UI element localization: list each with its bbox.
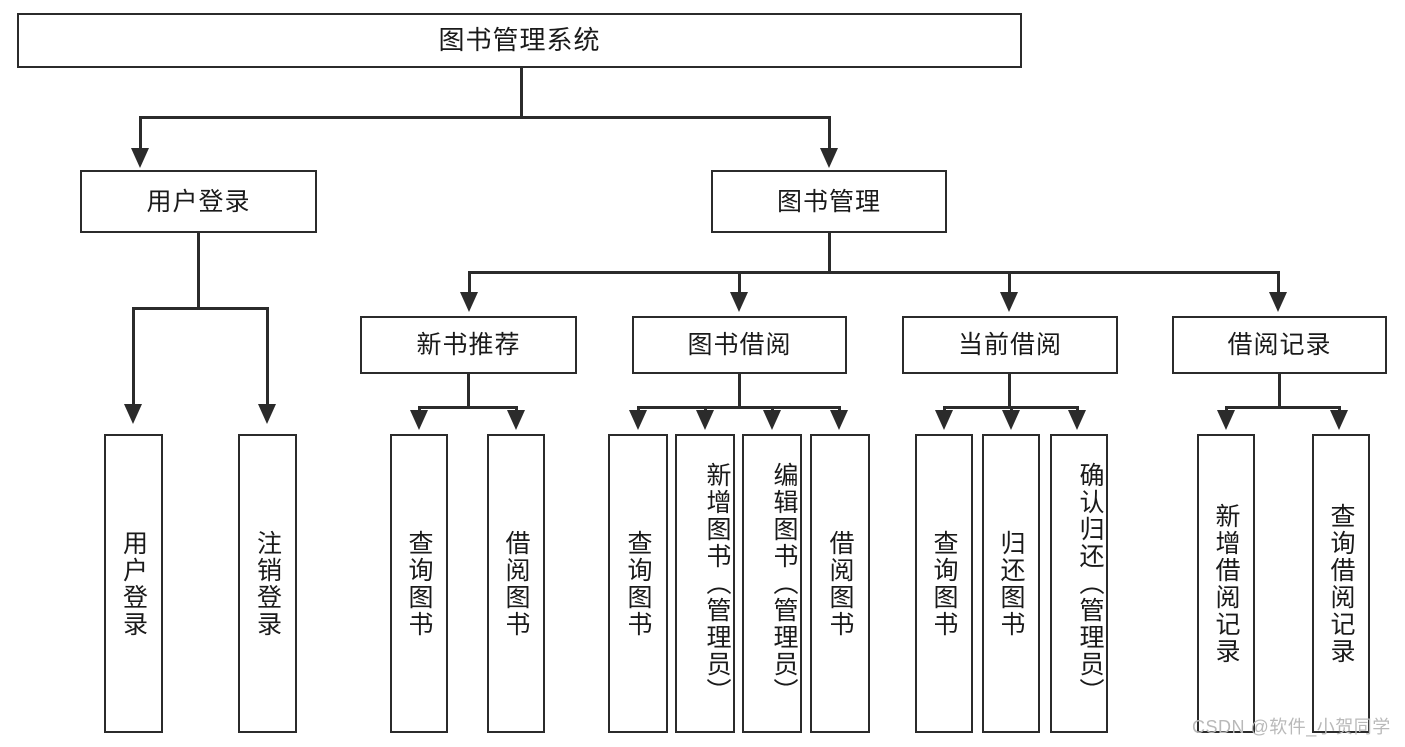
node-root-book-management-system[interactable]: 图书管理系统 [17, 13, 1022, 68]
leaf-query-book-new-recommend[interactable]: 查询图书 [390, 434, 448, 733]
edge-to-new-book-recommend [468, 271, 471, 295]
leaf-return-book[interactable]: 归还图书 [982, 434, 1040, 733]
leaf-label: 注销登录 [253, 529, 282, 638]
node-borrow-record[interactable]: 借阅记录 [1172, 316, 1387, 374]
edge-to-book-borrow [738, 271, 741, 295]
edge-current-borrow-stem [1008, 374, 1011, 408]
arrow-br-leaf-1 [1217, 410, 1235, 430]
arrow-nbr-leaf-2 [507, 410, 525, 430]
node-label: 用户登录 [146, 187, 251, 216]
arrow-user-login-leaf-1 [124, 404, 142, 424]
leaf-user-login[interactable]: 用户登录 [104, 434, 163, 733]
edge-book-manage-stem [828, 233, 831, 273]
leaf-add-book-admin[interactable]: 新增图书（管理员） [675, 434, 735, 733]
arrow-to-book-borrow [730, 292, 748, 312]
arrow-cb-leaf-3 [1068, 410, 1086, 430]
edge-to-book-manage [828, 116, 831, 152]
leaf-query-book-borrow[interactable]: 查询图书 [608, 434, 668, 733]
node-label: 图书管理 [776, 187, 881, 216]
arrow-to-user-login [131, 148, 149, 168]
leaf-confirm-return-admin[interactable]: 确认归还（管理员） [1050, 434, 1108, 733]
arrow-to-new-book-recommend [460, 292, 478, 312]
arrow-bb-leaf-3 [763, 410, 781, 430]
leaf-edit-book-admin[interactable]: 编辑图书（管理员） [742, 434, 802, 733]
leaf-query-book-current[interactable]: 查询图书 [915, 434, 973, 733]
node-user-login[interactable]: 用户登录 [80, 170, 317, 233]
leaf-label: 借阅图书 [502, 529, 530, 638]
edge-user-login-bus [132, 307, 269, 310]
edge-to-borrow-record [1277, 271, 1280, 295]
node-label: 新书推荐 [416, 331, 521, 359]
leaf-label: 查询图书 [624, 529, 652, 638]
leaf-label: 新增借阅记录 [1212, 502, 1240, 665]
node-current-borrow[interactable]: 当前借阅 [902, 316, 1118, 374]
leaf-logout-login[interactable]: 注销登录 [238, 434, 297, 733]
arrow-cb-leaf-1 [935, 410, 953, 430]
edge-level1-bus [139, 116, 831, 119]
node-label: 借阅记录 [1227, 331, 1332, 359]
edge-borrow-record-bus [1225, 406, 1341, 409]
watermark-csdn: CSDN @软件_小贺同学 [1192, 713, 1391, 739]
edge-borrow-record-stem [1278, 374, 1281, 408]
leaf-add-borrow-record[interactable]: 新增借阅记录 [1197, 434, 1255, 733]
edge-new-book-recommend-stem [467, 374, 470, 408]
arrow-bb-leaf-1 [629, 410, 647, 430]
edge-book-borrow-bus [637, 406, 840, 409]
edge-user-login-drop-2 [266, 307, 269, 407]
watermark-text: CSDN @软件_小贺同学 [1192, 717, 1391, 737]
edge-to-current-borrow [1008, 271, 1011, 295]
node-book-manage[interactable]: 图书管理 [711, 170, 947, 233]
node-book-borrow[interactable]: 图书借阅 [632, 316, 847, 374]
leaf-borrow-book-borrow[interactable]: 借阅图书 [810, 434, 870, 733]
arrow-cb-leaf-2 [1002, 410, 1020, 430]
edge-level2-bus [468, 271, 1280, 274]
leaf-label: 查询借阅记录 [1327, 502, 1355, 665]
arrow-nbr-leaf-1 [410, 410, 428, 430]
arrow-to-book-manage [820, 148, 838, 168]
edge-root-stem [520, 68, 523, 118]
leaf-label: 确认归还（管理员） [1076, 462, 1104, 705]
node-label: 图书借阅 [687, 331, 792, 359]
leaf-label: 编辑图书（管理员） [770, 462, 798, 705]
edge-user-login-drop-1 [132, 307, 135, 407]
node-label: 图书管理系统 [438, 24, 601, 55]
arrow-bb-leaf-2 [696, 410, 714, 430]
arrow-to-current-borrow [1000, 292, 1018, 312]
arrow-br-leaf-2 [1330, 410, 1348, 430]
arrow-to-borrow-record [1269, 292, 1287, 312]
edge-user-login-stem [197, 233, 200, 309]
leaf-label: 归还图书 [997, 529, 1025, 638]
leaf-label: 查询图书 [405, 529, 433, 638]
arrow-bb-leaf-4 [830, 410, 848, 430]
node-label: 当前借阅 [957, 331, 1062, 359]
edge-book-borrow-stem [738, 374, 741, 408]
leaf-label: 查询图书 [930, 529, 958, 638]
node-new-book-recommend[interactable]: 新书推荐 [360, 316, 577, 374]
leaf-label: 借阅图书 [826, 529, 854, 638]
leaf-label: 新增图书（管理员） [703, 462, 731, 705]
leaf-label: 用户登录 [119, 529, 148, 638]
arrow-user-login-leaf-2 [258, 404, 276, 424]
leaf-borrow-book-new-recommend[interactable]: 借阅图书 [487, 434, 545, 733]
leaf-query-borrow-record[interactable]: 查询借阅记录 [1312, 434, 1370, 733]
edge-new-book-recommend-bus [418, 406, 518, 409]
edge-to-user-login [139, 116, 142, 152]
